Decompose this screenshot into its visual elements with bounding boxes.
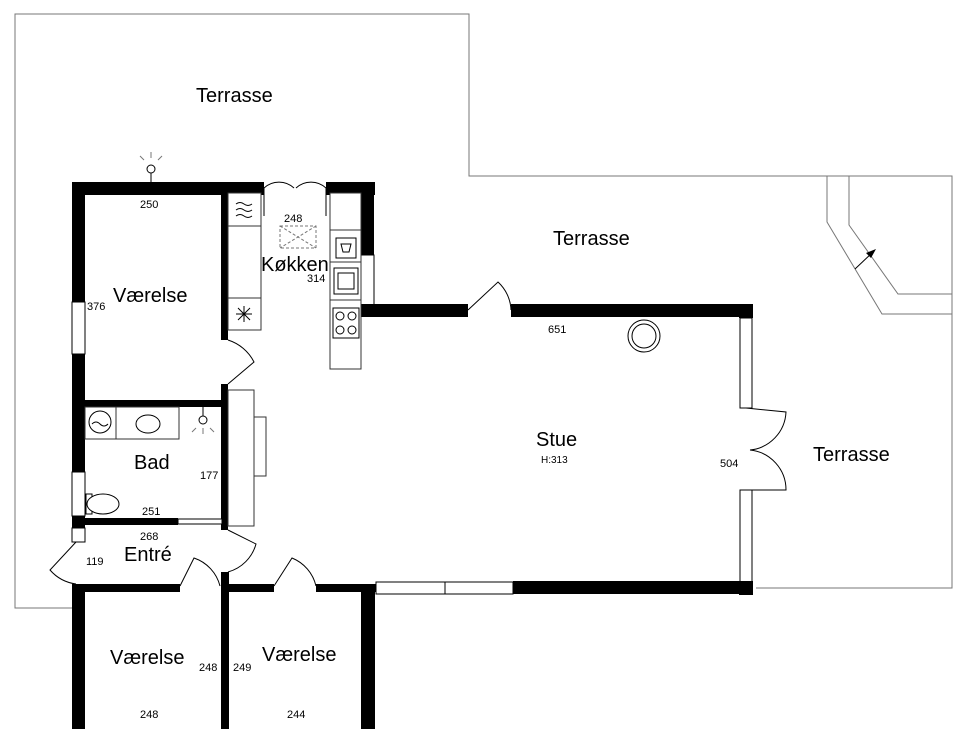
door [227, 529, 257, 573]
wall [316, 584, 376, 592]
door [49, 541, 77, 585]
door [745, 407, 787, 491]
ceiling-height: H:313 [541, 455, 568, 466]
dimension-label: 251 [142, 506, 160, 518]
dimension-label: 248 [284, 213, 302, 225]
window [71, 471, 86, 517]
room-label-bedroom: Værelse [262, 644, 336, 666]
wall [221, 384, 228, 530]
room-label-bathroom: Bad [134, 452, 170, 474]
ceiling-lamp-icon [627, 319, 661, 353]
room-label-bedroom: Værelse [110, 647, 184, 669]
door [227, 339, 255, 385]
wall [80, 400, 228, 407]
wall [221, 193, 228, 340]
wall [361, 304, 468, 317]
room-label-bedroom: Værelse [113, 285, 187, 307]
wall [72, 354, 85, 472]
outdoor-light-icon [139, 152, 163, 182]
room-label-entrance: Entré [124, 544, 172, 566]
wall [361, 182, 374, 255]
wall [511, 304, 753, 317]
dimension-label: 314 [307, 273, 325, 285]
window [739, 489, 753, 583]
extractor-hood-icon [279, 225, 317, 249]
door [179, 557, 221, 587]
room-label-terrace: Terrasse [196, 85, 273, 107]
dimension-label: 248 [199, 662, 217, 674]
wall [72, 584, 180, 592]
dishwasher-icon [235, 202, 253, 218]
sink-icon [333, 267, 359, 295]
wall [72, 182, 85, 302]
wall [80, 518, 178, 525]
dimension-label: 249 [233, 662, 251, 674]
dimension-label: 504 [720, 458, 738, 470]
wall-light-icon [191, 407, 215, 434]
dimension-label: 268 [140, 531, 158, 543]
freezer-icon [236, 306, 252, 322]
wall [72, 182, 264, 195]
room-label-terrace: Terrasse [553, 228, 630, 250]
window [360, 254, 375, 306]
wall [739, 304, 753, 318]
door [467, 281, 512, 311]
wall [221, 572, 229, 729]
sofa [227, 389, 267, 527]
washing-machine-icon [88, 410, 112, 434]
wall [361, 584, 375, 729]
terrace-bay-outline [826, 176, 952, 315]
terrace-outline [14, 13, 953, 609]
wall [72, 584, 85, 729]
dimension-label: 177 [200, 470, 218, 482]
dimension-label: 651 [548, 324, 566, 336]
stove-icon [332, 307, 360, 339]
dimension-label: 250 [140, 199, 158, 211]
arrow-icon [854, 249, 876, 270]
wall [222, 584, 274, 592]
room-label-terrace: Terrasse [813, 444, 890, 466]
door [263, 181, 327, 216]
dimension-label: 248 [140, 709, 158, 721]
wall [513, 581, 753, 594]
toilet-icon [85, 493, 120, 515]
washbasin-icon [135, 414, 161, 434]
dimension-label: 119 [86, 556, 104, 568]
window [71, 301, 86, 355]
room-label-kitchen: Køkken [261, 254, 329, 276]
room-label-living-room: Stue [536, 429, 577, 451]
terrace-bay-outline-inner [848, 176, 952, 295]
sliding-door [177, 518, 223, 525]
dimension-label: 376 [87, 301, 105, 313]
coffee-machine-icon [335, 237, 357, 259]
door [273, 557, 317, 587]
window [739, 317, 753, 409]
window [71, 527, 86, 543]
dimension-label: 244 [287, 709, 305, 721]
